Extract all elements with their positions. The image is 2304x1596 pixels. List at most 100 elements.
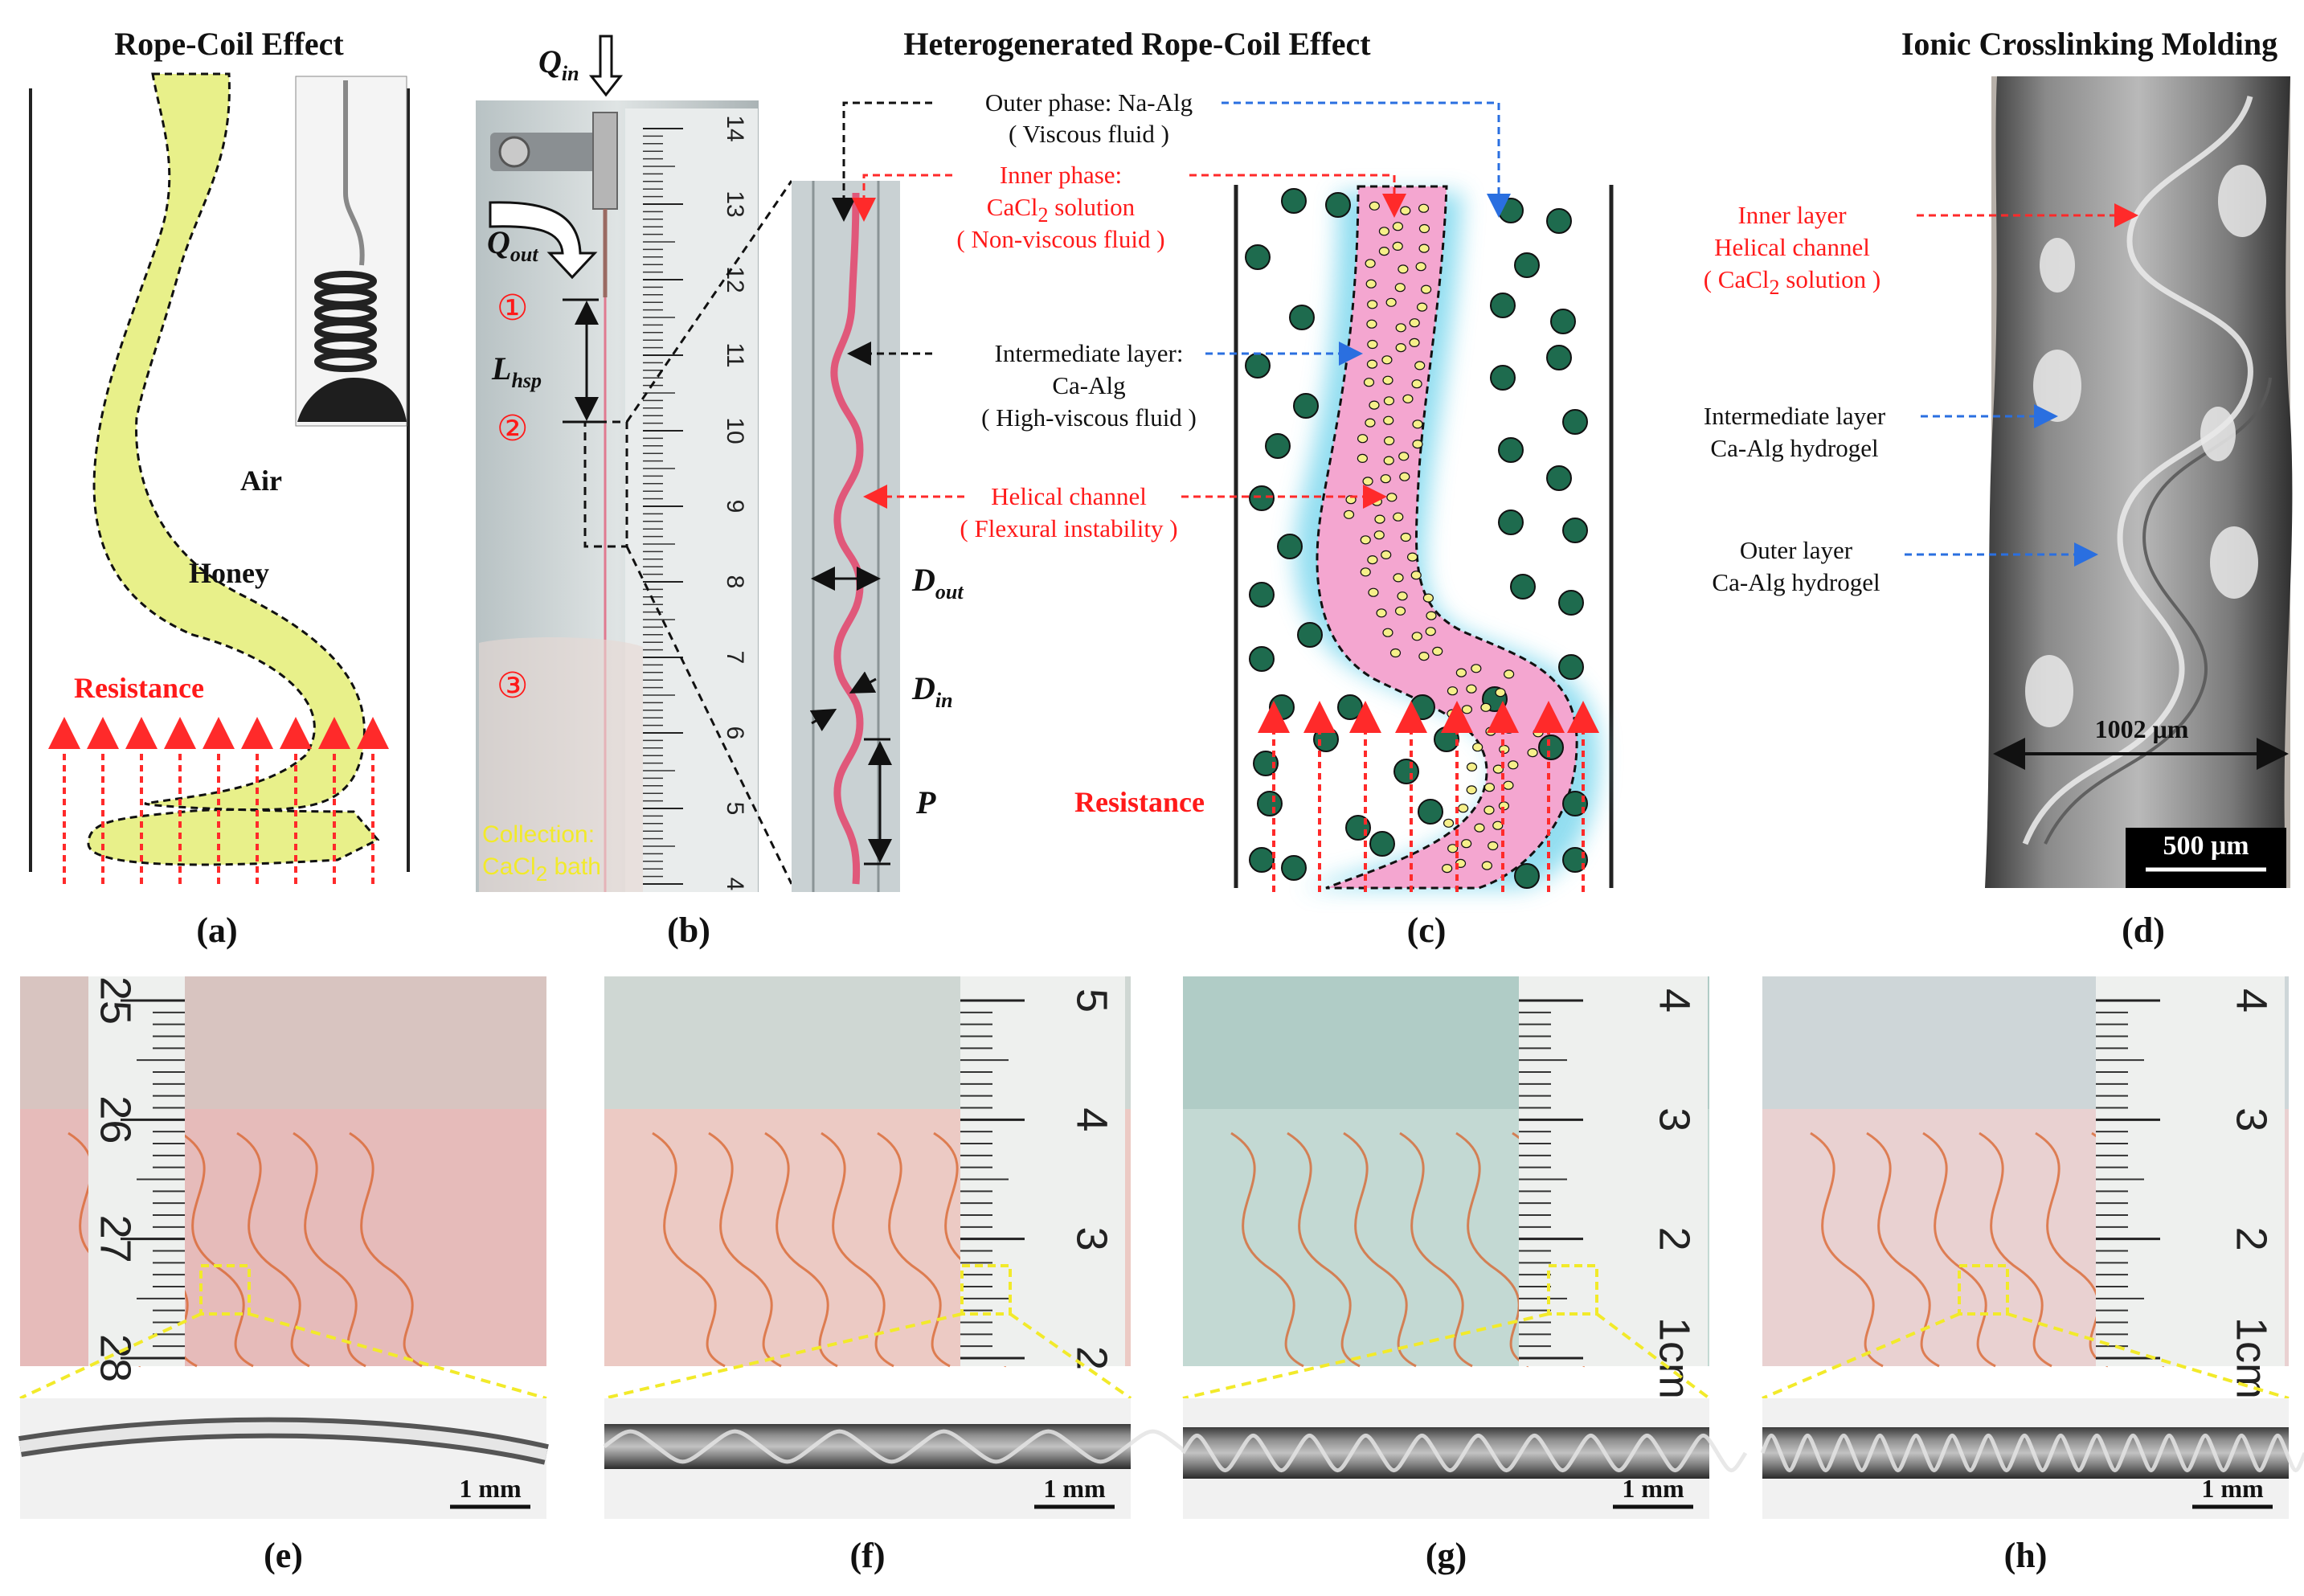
- outer-phase-particle: [1490, 365, 1516, 391]
- scale-bar-box-d: [2126, 828, 2286, 888]
- inner-phase-label-3: ( Non-viscous fluid ): [956, 225, 1164, 253]
- inner-phase-particle: [1425, 627, 1436, 636]
- inner-phase-particle: [1527, 747, 1538, 758]
- outer-phase-particle: [1393, 759, 1419, 784]
- inner-phase-particle: [1418, 651, 1430, 661]
- collection-label-2: CaCl2 bath: [482, 853, 601, 886]
- inner-phase-particle: [1378, 227, 1390, 236]
- intermediate-label-3: ( High-viscous fluid ): [981, 403, 1197, 432]
- outer-phase-particle: [1498, 437, 1524, 463]
- q-out-label: Qout: [487, 224, 538, 266]
- inner-phase-particle: [1471, 664, 1482, 673]
- diameter-label: 1002 μm: [2095, 714, 2189, 743]
- inner-phase-particle: [1394, 606, 1406, 616]
- p-label: P: [915, 784, 936, 821]
- inner-phase-particle: [1384, 436, 1395, 446]
- inner-phase-particle: [1432, 646, 1443, 657]
- panel-b-zoom: Dout Din P: [792, 181, 964, 892]
- outer-phase-particle: [1498, 509, 1524, 535]
- inner-phase-particle: [1504, 724, 1515, 734]
- tangled-fibers: [652, 1132, 1007, 1368]
- inner-phase-particle: [1466, 785, 1477, 795]
- inner-phase-particle: [1492, 821, 1504, 830]
- inner-phase-particle: [1508, 760, 1519, 770]
- honey-inset-photo: [295, 76, 407, 427]
- caption-d: (d): [2122, 911, 2165, 950]
- inner-phase-particle: [1414, 361, 1426, 370]
- inner-phase-particles: [1343, 201, 1544, 874]
- ruler-tick-label: 28: [92, 1334, 140, 1382]
- inset-honey-thread: [343, 80, 365, 266]
- ruler-e: [88, 976, 185, 1366]
- ruler-tick-label: 1cm: [2228, 1317, 2276, 1399]
- inner-phase-particle: [1357, 453, 1369, 464]
- outer-phase-particle: [1550, 309, 1576, 334]
- helical-channel-line: [1181, 1434, 1748, 1472]
- d-in-arrow-bottom: [809, 709, 837, 731]
- inner-phase-particle: [1383, 456, 1394, 465]
- inner-phase-particle: [1360, 535, 1371, 545]
- outer-phase-label-1: Outer phase: Na-Alg: [985, 88, 1193, 117]
- inner-phase-particle: [1394, 283, 1406, 293]
- outer-phase-particle: [1434, 726, 1459, 752]
- inner-phase-particle: [1400, 532, 1411, 542]
- zoom-square: [199, 1264, 251, 1316]
- zoom-line-left: [1182, 1312, 1549, 1400]
- outer-phase-particle: [1498, 198, 1524, 223]
- helical-fiber: [1183, 1427, 1709, 1479]
- inner-phase-particle: [1466, 762, 1478, 772]
- outer-phase-particle: [1510, 574, 1536, 600]
- panel-a: Rope-Coil Effect Air Honey Resistance: [29, 26, 410, 950]
- ruler-b-tick-label: 6: [722, 726, 748, 740]
- inner-phase-particle: [1365, 259, 1376, 268]
- panel-d: Ionic Crosslinking Molding 1002 μm 500 μ…: [1704, 26, 2293, 950]
- outer-phase-particle: [1562, 409, 1588, 435]
- straight-fiber-core: [18, 1422, 548, 1460]
- inner-phase-particle: [1418, 223, 1430, 234]
- inner-layer-label-1: Inner layer: [1737, 201, 1847, 229]
- ruler-tick-label: 27: [92, 1215, 140, 1263]
- inner-phase-particle: [1397, 591, 1408, 601]
- ruler-g: [1519, 976, 1708, 1366]
- inner-phase-particle: [1381, 355, 1393, 365]
- honey-stream: [87, 72, 380, 866]
- intermediate-layer-label-1: Intermediate layer: [1704, 402, 1886, 430]
- inset-honey-coil: [297, 271, 407, 422]
- scale-bar-label: 1 mm: [2201, 1474, 2264, 1503]
- inner-phase-particle: [1412, 419, 1423, 429]
- inner-phase-particle: [1421, 284, 1432, 294]
- ruler-b-tick-label: 8: [722, 575, 748, 589]
- zoom-line-left: [19, 1312, 202, 1400]
- outer-phase-particle: [1245, 244, 1271, 270]
- d-in-arrow-top: [849, 671, 877, 694]
- inner-phase-particle: [1418, 243, 1430, 253]
- outer-phase-particle: [1293, 393, 1319, 419]
- inner-phase-particle: [1383, 415, 1394, 425]
- zoom-square: [1958, 1264, 2009, 1316]
- ruler-b-tick-label: 10: [722, 417, 748, 444]
- inner-phase-particle: [1442, 863, 1453, 874]
- outer-phase-particle: [1418, 799, 1443, 825]
- inner-phase-particle: [1368, 587, 1379, 597]
- inner-phase-particle: [1398, 452, 1410, 461]
- outer-phase-particle: [1313, 726, 1339, 752]
- inner-phase-particle: [1461, 705, 1473, 714]
- inner-phase-particle: [1412, 439, 1423, 449]
- ruler-b-tick-label: 7: [722, 651, 748, 665]
- ruler-tick-label: 2: [2228, 1227, 2276, 1251]
- outer-phase-particle: [1281, 188, 1307, 214]
- ruler-tick-label: 4: [1651, 988, 1699, 1013]
- inner-phase-particle: [1393, 512, 1404, 522]
- outer-phase-particle: [1538, 735, 1564, 760]
- zoom-line-right: [248, 1312, 547, 1400]
- inner-phase-particle: [1409, 318, 1420, 328]
- inner-phase-particle: [1366, 359, 1378, 369]
- inner-phase-particle: [1488, 841, 1499, 851]
- outer-phase-particle: [1249, 847, 1275, 873]
- outer-phase-particle: [1249, 485, 1275, 511]
- inner-phase-particle: [1400, 206, 1411, 215]
- ruler-tick-label: 3: [1068, 1227, 1116, 1251]
